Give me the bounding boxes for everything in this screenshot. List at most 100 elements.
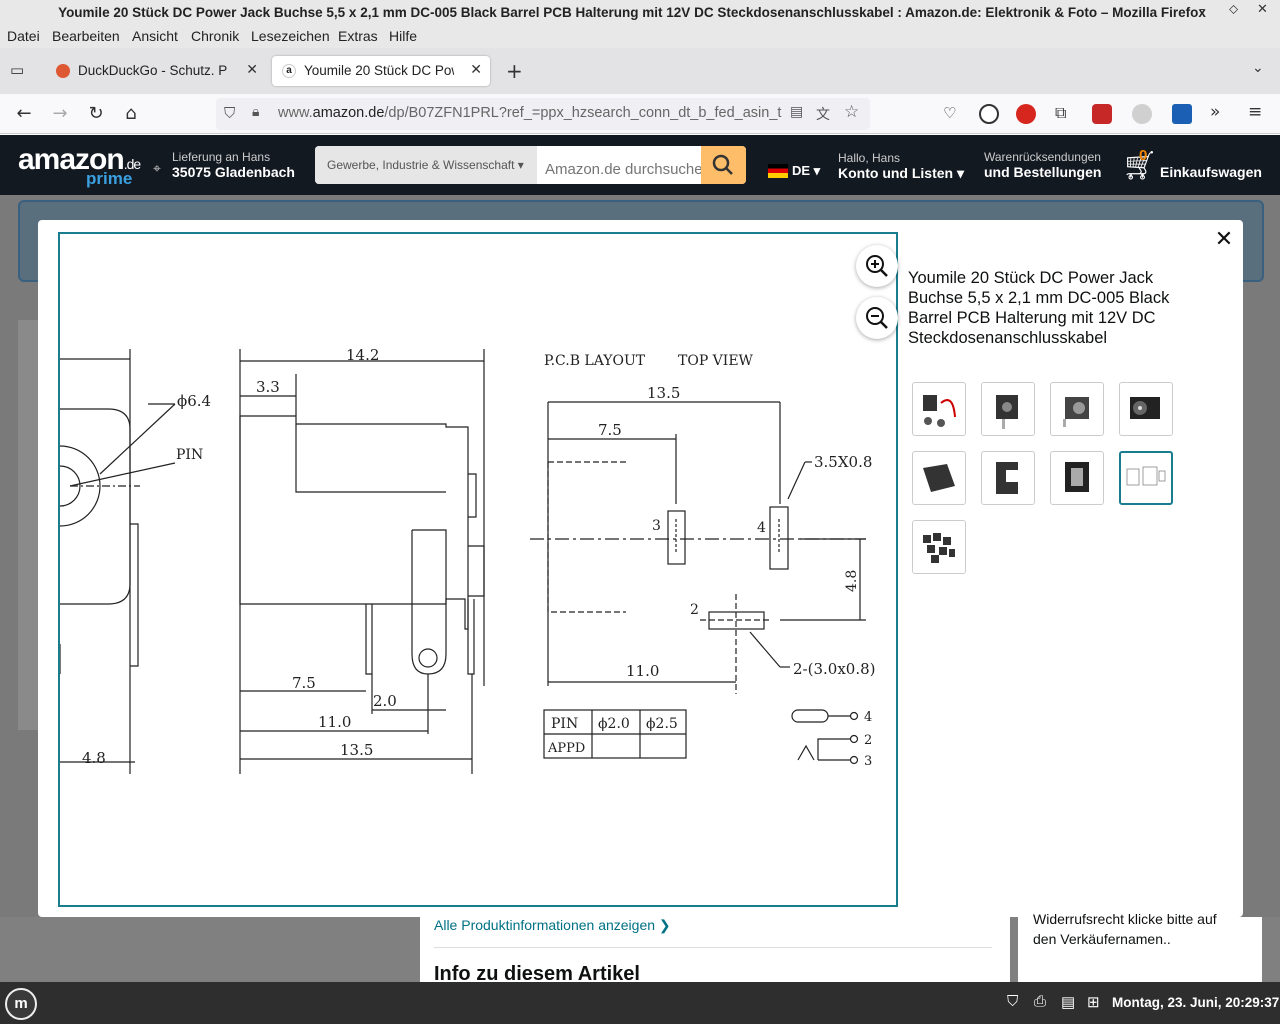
prime-logo: prime (86, 169, 133, 188)
forward-icon[interactable]: → (52, 103, 68, 124)
new-tab-icon[interactable]: + (506, 59, 523, 83)
dim-2x-3-0x0-8: 2-(3.0x0.8) (793, 660, 876, 678)
returns-line1[interactable]: Warenrücksendungen (984, 150, 1101, 164)
ublock-icon[interactable] (1016, 104, 1036, 124)
lock-icon[interactable]: 🔒︎ (252, 104, 260, 120)
printer-icon[interactable]: ⎙ (1034, 993, 1047, 1010)
flag-de-icon (768, 164, 788, 178)
clock[interactable]: Montag, 23. Juni, 20:29:37 (1112, 995, 1280, 1010)
translate-addon-icon[interactable] (1172, 104, 1192, 124)
account-icon[interactable] (979, 104, 999, 124)
cart-label[interactable]: Einkaufswagen (1160, 164, 1262, 180)
dim-13-5-top: 13.5 (647, 384, 680, 402)
tab-label: DuckDuckGo - Schutz. Privat (78, 63, 228, 78)
technical-drawing: 14.2 3.3 ϕ6.4 PIN P.C.B LAYOUT TOP VIEW … (60, 346, 876, 774)
search-category-select[interactable]: Gewerbe, Industrie & Wissenschaft ▾ (315, 146, 537, 184)
minimize-icon[interactable]: – (1199, 2, 1206, 17)
close-icon[interactable]: ✕ (1214, 227, 1234, 252)
addon-grey-icon[interactable] (1132, 104, 1152, 124)
page-below-modal: Alle Produktinformationen anzeigen ❯ Inf… (0, 911, 1280, 985)
overflow-chevron-icon[interactable]: » (1210, 102, 1221, 122)
extensions-icon[interactable]: ⧉ (1055, 103, 1067, 122)
search-button[interactable] (701, 146, 746, 184)
search-input[interactable] (537, 146, 701, 184)
maximize-icon[interactable]: ⬦ (1229, 2, 1239, 17)
amazon-icon: a (282, 64, 296, 78)
table-header-pin: PIN (551, 716, 578, 732)
reload-icon[interactable]: ↻ (88, 103, 104, 124)
product-title: Youmile 20 Stück DC Power Jack Buchse 5,… (908, 269, 1170, 347)
content-column (420, 917, 1010, 982)
language-select[interactable]: DE ▾ (792, 163, 821, 178)
bookmark-star-icon[interactable]: ☆ (844, 102, 860, 122)
thumbnail-1[interactable] (912, 382, 966, 436)
clipboard-icon[interactable]: ▤ (1061, 994, 1076, 1011)
url-bar[interactable]: ⛉ 🔒︎ www.amazon.de/dp/B07ZFN1PRL?ref_=pp… (216, 98, 870, 130)
account-line1[interactable]: Hallo, Hans (838, 151, 901, 165)
menu-bearbeiten[interactable]: Bearbeiten (52, 28, 120, 44)
dim-7-5: 7.5 (292, 674, 316, 692)
url-text[interactable]: www.amazon.de/dp/B07ZFN1PRL?ref_=ppx_hzs… (278, 105, 782, 121)
menu-ansicht[interactable]: Ansicht (132, 28, 178, 44)
tab-amazon[interactable]: a Youmile 20 Stück DC Power ✕ (272, 56, 490, 86)
thumbnail-7[interactable] (1050, 451, 1104, 505)
start-menu-icon[interactable]: m (5, 988, 37, 1020)
image-viewer-modal: 14.2 3.3 ϕ6.4 PIN P.C.B LAYOUT TOP VIEW … (38, 220, 1243, 917)
dim-3-5x0-8: 3.5X0.8 (814, 453, 872, 471)
schematic-3: 3 (864, 754, 872, 769)
tab-close-icon[interactable]: ✕ (246, 61, 258, 77)
thumbnail-5[interactable] (912, 451, 966, 505)
divider (434, 947, 992, 948)
thumbnail-4[interactable] (1119, 382, 1173, 436)
thumbnail-2[interactable] (981, 382, 1035, 436)
pocket-icon[interactable]: ♡ (943, 104, 957, 122)
product-image-frame[interactable]: 14.2 3.3 ϕ6.4 PIN P.C.B LAYOUT TOP VIEW … (58, 232, 898, 907)
list-tabs-icon[interactable]: ⌄ (1252, 60, 1264, 76)
back-icon[interactable]: ← (16, 103, 32, 124)
tab-label: Youmile 20 Stück DC Power (304, 63, 454, 78)
account-line2[interactable]: Konto und Listen ▾ (838, 165, 965, 181)
shield-tray-icon[interactable]: ⛉ (1007, 993, 1019, 1010)
menu-hilfe[interactable]: Hilfe (389, 28, 418, 44)
menu-chronik[interactable]: Chronik (191, 28, 240, 44)
menu-bar: Datei Bearbeiten Ansicht Chronik Lesezei… (0, 26, 1280, 48)
hamburger-menu-icon[interactable]: ≡ (1248, 102, 1263, 122)
tab-close-icon[interactable]: ✕ (470, 61, 482, 77)
amazon-logo[interactable]: amazon.de (18, 143, 141, 176)
thumbnail-6[interactable] (981, 451, 1035, 505)
menu-extras[interactable]: Extras (338, 28, 378, 44)
dim-7-5-top: 7.5 (598, 421, 622, 439)
table-row-appd: APPD (547, 741, 585, 756)
tab-duckduckgo[interactable]: DuckDuckGo - Schutz. Privat ✕ (46, 56, 266, 86)
returns-line2[interactable]: und Bestellungen (984, 164, 1102, 180)
home-icon[interactable]: ⌂ (125, 103, 137, 124)
addon-red-icon[interactable] (1092, 104, 1112, 124)
delivery-line1[interactable]: Lieferung an Hans (172, 150, 271, 164)
delivery-line2[interactable]: 35075 Gladenbach (172, 164, 295, 180)
thumbnail-8-selected[interactable] (1119, 451, 1173, 505)
amazon-header: amazon.de prime ⌖ Lieferung an Hans 3507… (0, 135, 1280, 195)
side-text-1: Widerrufsrecht klicke bitte auf (1033, 911, 1217, 927)
shield-icon[interactable]: ⛉ (224, 104, 236, 122)
label-pin: PIN (176, 447, 203, 463)
close-window-icon[interactable]: ✕ (1257, 2, 1268, 17)
menu-lesezeichen[interactable]: Lesezeichen (251, 28, 330, 44)
tab-bar: ▭ DuckDuckGo - Schutz. Privat ✕ a Youmil… (0, 48, 1280, 94)
network-icon[interactable]: ⊞ (1087, 994, 1100, 1011)
cart-icon[interactable]: 🛒︎ (1122, 150, 1158, 181)
reader-view-icon[interactable]: ▤ (790, 104, 804, 120)
side-text-2: den Verkäufernamen.. (1033, 931, 1171, 947)
location-pin-icon: ⌖ (153, 160, 161, 176)
thumbnail-9[interactable] (912, 520, 966, 574)
translate-icon[interactable]: 文 (816, 107, 830, 123)
zoom-in-button[interactable] (856, 245, 898, 287)
zoom-out-button[interactable] (856, 297, 898, 339)
label-pcb-layout: P.C.B LAYOUT (544, 353, 646, 369)
menu-datei[interactable]: Datei (7, 28, 40, 44)
thumbnail-3[interactable] (1050, 382, 1104, 436)
all-product-info-link[interactable]: Alle Produktinformationen anzeigen ❯ (434, 917, 671, 933)
zoom-in-icon (866, 255, 888, 277)
dim-4-8-right: 4.8 (844, 570, 860, 592)
tab-overview-icon[interactable]: ▭ (10, 61, 25, 79)
schematic-2: 2 (864, 733, 872, 748)
